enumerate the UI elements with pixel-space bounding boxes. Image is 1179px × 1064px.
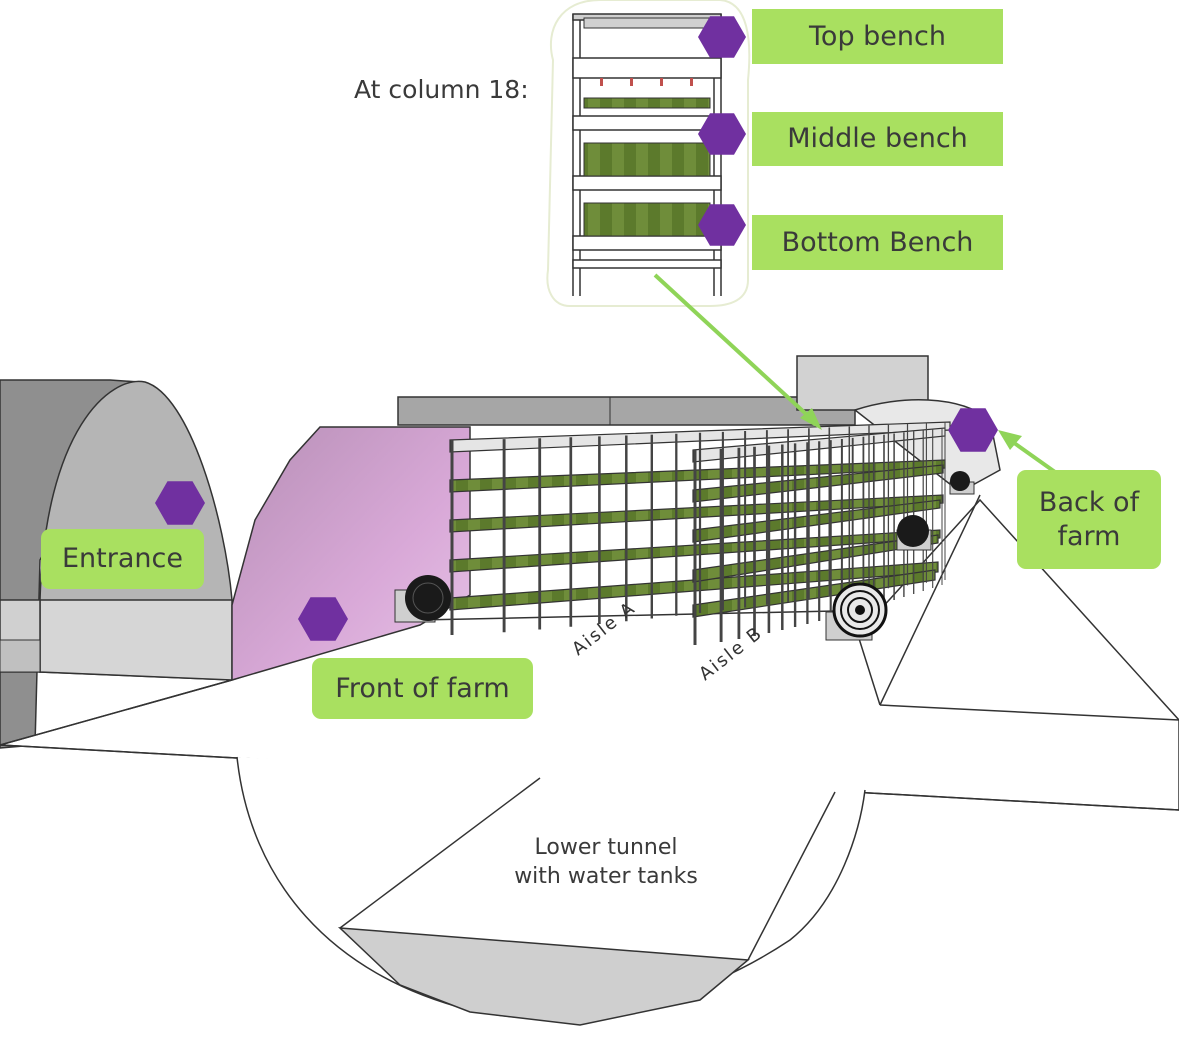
back-of-farm-line-1: Back of	[1038, 486, 1140, 518]
hexagon-marker-icon	[698, 204, 746, 246]
ventilation-fan-icon	[825, 582, 888, 641]
lower-tunnel-line-2: with water tanks	[514, 863, 698, 889]
back-of-farm-leader-line	[1008, 438, 1057, 474]
back-of-farm-label: Back of farm	[1017, 470, 1161, 569]
ventilation-fan-icon	[896, 515, 932, 551]
hexagon-marker-icon	[948, 408, 998, 452]
marker-layer	[155, 16, 998, 641]
rack-inset-caption: At column 18:	[354, 75, 529, 104]
back-of-farm-line-2: farm	[1057, 520, 1121, 552]
front-of-farm-label: Front of farm	[312, 658, 533, 719]
hexagon-marker-icon	[298, 597, 348, 641]
hexagon-marker-icon	[155, 481, 205, 525]
hexagon-marker-icon	[698, 16, 746, 58]
lower-tunnel	[236, 756, 866, 1026]
hexagon-marker-icon	[698, 113, 746, 155]
ventilation-fan-icon	[394, 575, 451, 623]
rack-column-18-inset	[546, 0, 751, 307]
entrance-label: Entrance	[41, 529, 204, 589]
arrow-head-icon	[998, 430, 1022, 450]
entrance-tunnel	[0, 379, 233, 749]
top-bench-label: Top bench	[752, 9, 1003, 64]
middle-bench-label: Middle bench	[752, 112, 1003, 166]
rack-posts	[450, 422, 946, 645]
lower-tunnel-label: Lower tunnel with water tanks	[476, 834, 736, 891]
ventilation-fan-icon	[949, 471, 975, 495]
arrow-head-icon	[800, 408, 822, 430]
bottom-bench-label: Bottom Bench	[752, 215, 1003, 270]
column-18-leader-line	[653, 273, 820, 427]
lower-tunnel-line-1: Lower tunnel	[534, 835, 678, 860]
